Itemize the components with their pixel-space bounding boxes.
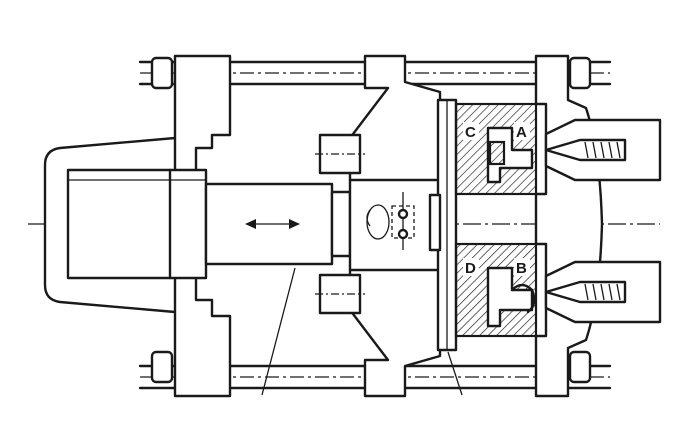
guide-pins (315, 133, 365, 315)
cavity-label-a: A (516, 124, 527, 141)
label-b-bg (514, 258, 530, 276)
label-c-bg (463, 122, 479, 140)
piston-rod (204, 182, 352, 266)
cavity-label-c: C (465, 124, 476, 141)
tie-bar-nuts (150, 56, 592, 384)
label-d-bg (463, 258, 479, 276)
injection-unit-upper (544, 118, 662, 182)
cavity-label-d: D (465, 260, 476, 277)
moving-platen (348, 54, 442, 398)
rotary-mold-plate (428, 98, 458, 352)
stationary-platen (534, 54, 604, 398)
leader-lines (261, 267, 463, 396)
rotary-mechanism (366, 192, 415, 250)
cavity-label-b: B (516, 260, 527, 277)
upper-mold-block (454, 102, 538, 196)
injection-unit-lower (544, 260, 662, 324)
label-a-bg (514, 122, 530, 140)
lower-mold-block (454, 242, 538, 338)
clamp-cylinder (66, 168, 208, 280)
